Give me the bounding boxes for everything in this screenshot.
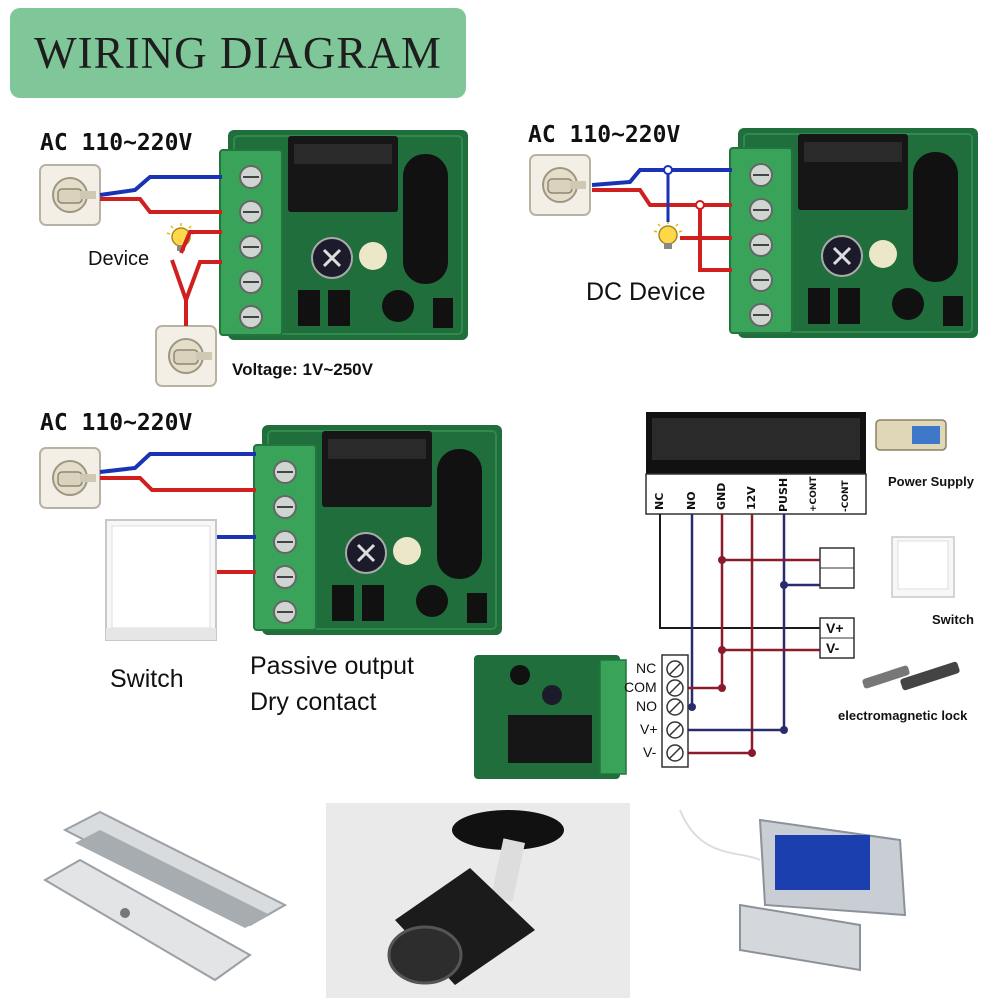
terminal-label-push: PUSH: [777, 477, 790, 512]
switch-label-small: Switch: [932, 612, 974, 627]
switch-label: Switch: [110, 665, 184, 693]
terminal-block-icon: [645, 412, 867, 515]
wall-socket-icon: [529, 154, 591, 216]
wall-socket-icon: [39, 447, 101, 509]
wall-socket-icon: [155, 325, 217, 387]
power-supply-icon: [875, 419, 947, 451]
light-bulb-icon: [653, 220, 683, 250]
terminal-label-12v: 12V: [745, 486, 758, 510]
terminal-label-gnd: GND: [715, 482, 728, 510]
page-title: WIRING DIAGRAM: [34, 28, 442, 78]
terminal-label-pluscont: +CONT: [809, 476, 819, 512]
light-bulb-icon: [166, 222, 196, 252]
push-switch-icon: [891, 536, 955, 598]
terminal-label-minuscont: -CONT: [841, 480, 851, 512]
relay-module-icon: [474, 655, 627, 779]
dry-contact-label: Dry contact: [250, 688, 377, 716]
module-terminal-com: COM: [624, 679, 657, 695]
module-terminal-vplus: V+: [640, 721, 658, 737]
magnetic-lock-photo: [43, 810, 288, 982]
vplus-box-label: V+: [826, 620, 844, 636]
module-screw-terminals: [661, 654, 689, 768]
vminus-box-label: V-: [826, 640, 840, 656]
module-terminal-vminus: V-: [643, 744, 657, 760]
lock-label: electromagnetic lock: [838, 708, 968, 723]
ac-input-label: AC 110~220V: [40, 410, 193, 436]
passive-output-label: Passive output: [250, 652, 414, 680]
power-supply-label: Power Supply: [888, 474, 974, 489]
wall-switch-icon: [105, 519, 217, 641]
module-terminal-nc: NC: [636, 660, 657, 676]
terminal-label-nc: NC: [653, 492, 666, 510]
ac-input-label: AC 110~220V: [40, 130, 193, 156]
wall-socket-icon: [39, 164, 101, 226]
relay-board-icon: [218, 128, 470, 342]
ac-input-label: AC 110~220V: [528, 122, 681, 148]
spotlight-photo: [326, 803, 630, 998]
title-banner: WIRING DIAGRAM: [10, 8, 466, 98]
module-terminal-no: NO: [636, 698, 657, 714]
device-label: Device: [88, 248, 150, 270]
relay-board-icon: [728, 126, 980, 340]
terminal-label-no: NO: [685, 491, 698, 510]
dc-device-label: DC Device: [586, 278, 706, 306]
relay-board-icon: [252, 423, 504, 637]
electromagnetic-lock-icon: [862, 661, 960, 691]
solenoid-lock-photo: [679, 809, 907, 972]
voltage-label: Voltage: 1V~250V: [232, 360, 373, 379]
